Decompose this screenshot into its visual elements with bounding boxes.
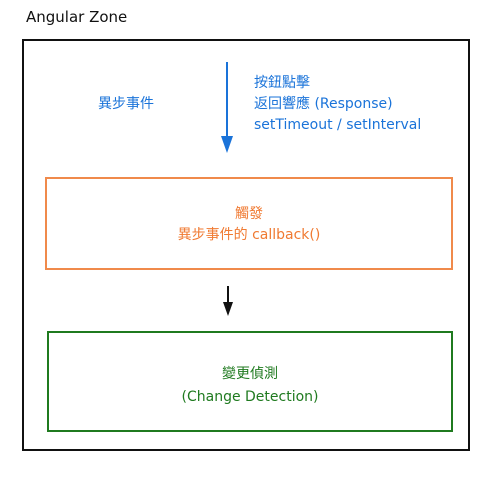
event-response: 返回響應 (Response): [254, 96, 393, 112]
change-detection-subtitle: (Change Detection): [181, 389, 319, 405]
async-event-list: 按鈕點擊 返回響應 (Response) setTimeout / setInt…: [254, 73, 421, 136]
angular-zone-title: Angular Zone: [26, 8, 128, 26]
async-events-label: 異步事件: [98, 96, 154, 112]
blue-down-arrow: [221, 62, 233, 153]
trigger-label: 觸發: [235, 206, 263, 222]
angular-zone-box: [22, 39, 470, 451]
trigger-callback-box: 觸發 異步事件的 callback(): [45, 177, 453, 270]
change-detection-box: 變更偵測 (Change Detection): [47, 331, 453, 432]
event-timers: setTimeout / setInterval: [254, 117, 422, 133]
black-down-arrow: [223, 286, 233, 316]
callback-label: 異步事件的 callback(): [177, 227, 321, 243]
change-detection-title: 變更偵測: [222, 366, 278, 382]
event-button-click: 按鈕點擊: [254, 75, 310, 91]
